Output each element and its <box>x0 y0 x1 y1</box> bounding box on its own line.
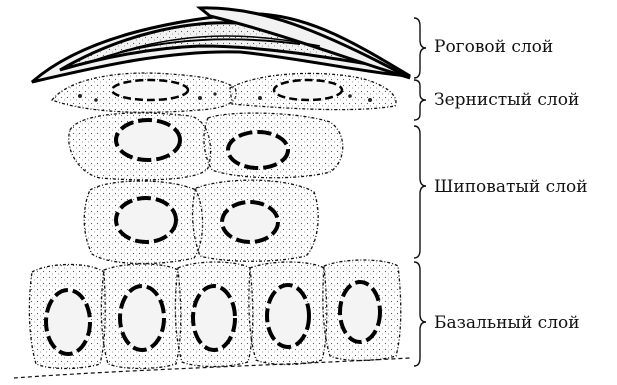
label-spinous-layer: Шиповатый слой <box>434 177 588 197</box>
label-horny-layer: Роговой слой <box>434 37 553 57</box>
horny-layer-drawing <box>32 8 410 82</box>
brace-spinous <box>414 126 426 258</box>
basal-layer-drawing <box>14 260 410 378</box>
granular-layer-drawing <box>52 73 396 112</box>
label-basal-layer: Базальный слой <box>434 313 580 333</box>
spinous-layer-drawing <box>69 113 343 264</box>
brace-horny <box>414 18 426 78</box>
label-granular-layer: Зернистый слой <box>434 90 579 110</box>
brace-granular <box>414 80 426 120</box>
layer-braces <box>414 18 426 366</box>
brace-basal <box>414 262 426 366</box>
